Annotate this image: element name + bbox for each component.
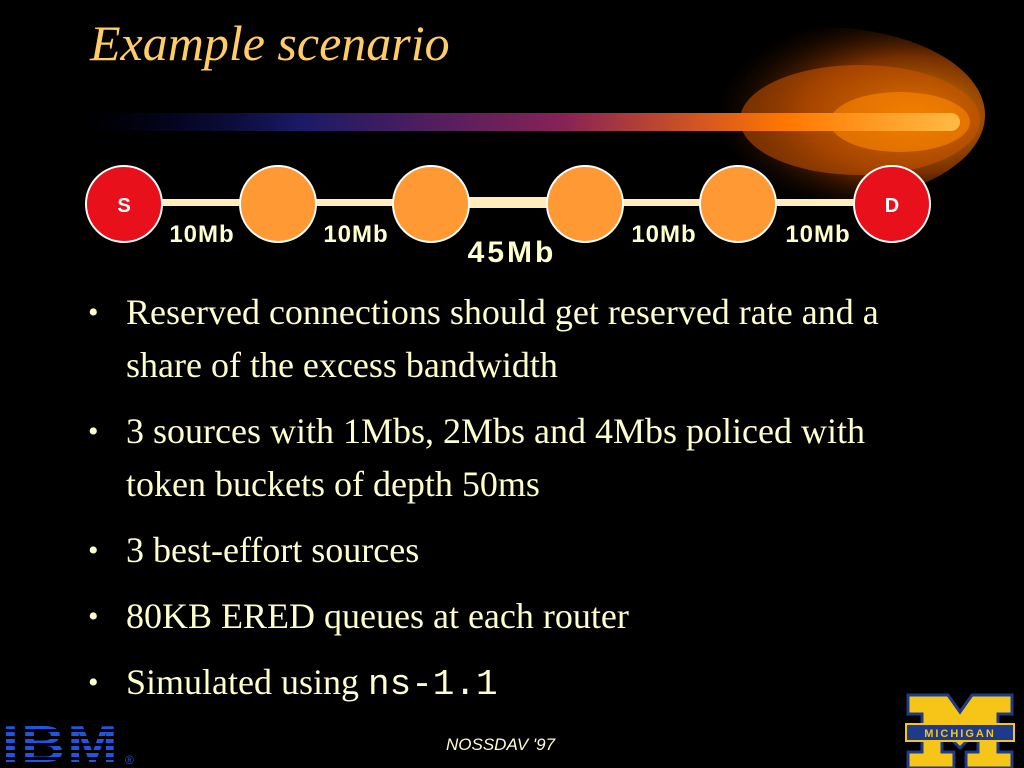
bullet-dot-icon: •	[88, 666, 99, 699]
link-label-1: 10Mb	[169, 221, 234, 248]
bullet-item: • 3 best-effort sources	[88, 524, 948, 577]
bullet-dot-icon: •	[88, 296, 99, 329]
source-label: S	[117, 195, 130, 217]
bullet-item: • 80KB ERED queues at each router	[88, 590, 948, 643]
bullet-item: • 3 sources with 1Mbs, 2Mbs and 4Mbs pol…	[88, 405, 948, 511]
link-line-thick	[468, 197, 548, 208]
bullet-dot-icon: •	[88, 415, 99, 448]
link-label-4: 10Mb	[631, 221, 696, 248]
destination-node	[853, 165, 931, 243]
bullet-text: 80KB ERED queues at each router	[126, 596, 629, 636]
link-label-2: 10Mb	[323, 221, 388, 248]
code-snippet: ns-1.1	[368, 664, 498, 705]
source-node	[85, 165, 163, 243]
link-label-3: 45Mb	[468, 236, 557, 269]
bullet-text: 3 best-effort sources	[126, 530, 420, 570]
links	[160, 197, 860, 208]
ibm-stripes	[0, 722, 124, 760]
bullet-dot-icon: •	[88, 600, 99, 633]
bullet-text: Simulated using	[126, 662, 368, 702]
router-node-4	[699, 165, 777, 243]
michigan-logo: MICHIGAN	[905, 693, 1015, 768]
bullet-item: • Reserved connections should get reserv…	[88, 286, 948, 392]
bullet-item: • Simulated using ns-1.1	[88, 656, 948, 711]
bullet-text: 3 sources with 1Mbs, 2Mbs and 4Mbs polic…	[126, 411, 865, 504]
bullet-text: Reserved connections should get reserved…	[126, 292, 879, 385]
router-node-1	[239, 165, 317, 243]
registered-mark: ®	[125, 753, 134, 767]
nodes: S D	[85, 165, 931, 243]
router-node-2	[392, 165, 470, 243]
bullet-dot-icon: •	[88, 534, 99, 567]
slide-title: Example scenario	[90, 15, 450, 71]
destination-label: D	[885, 195, 899, 217]
michigan-text: MICHIGAN	[924, 728, 996, 740]
footer-text: NOSSDAV '97	[446, 735, 556, 754]
router-node-3	[546, 165, 624, 243]
bullet-list: • Reserved connections should get reserv…	[88, 286, 948, 724]
link-label-5: 10Mb	[785, 221, 850, 248]
comet-decoration	[80, 27, 985, 203]
link-labels: 10Mb 10Mb 45Mb 10Mb 10Mb	[169, 221, 850, 269]
ibm-logo: IBM ®	[0, 716, 134, 768]
